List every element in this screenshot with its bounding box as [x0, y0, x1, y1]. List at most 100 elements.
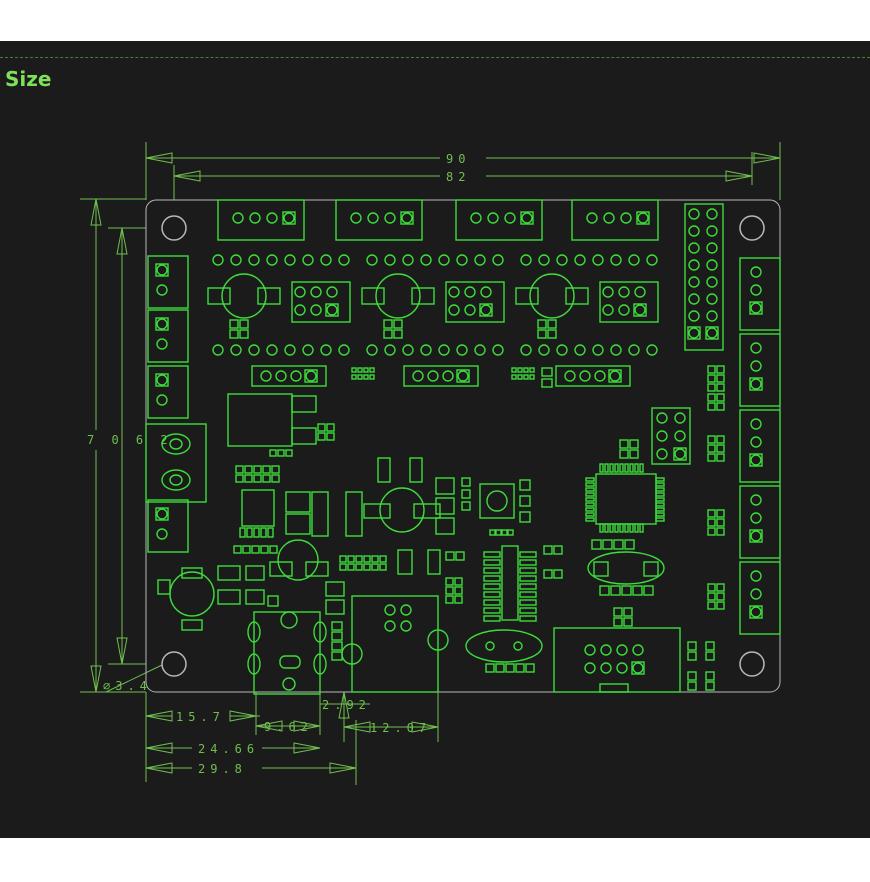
smd-pad — [610, 585, 621, 596]
round-pad — [474, 344, 486, 356]
square-pad — [325, 303, 339, 317]
dc-jack-right-label: 24.66 — [198, 742, 259, 756]
square-pad — [456, 369, 470, 383]
round-pad — [384, 254, 396, 266]
smd-pad — [623, 617, 633, 627]
smd-pad — [339, 563, 347, 571]
round-pad — [750, 284, 762, 296]
smd-pad — [707, 365, 716, 374]
square-pad — [155, 317, 169, 331]
smd-pad — [495, 529, 502, 536]
round-pad — [594, 370, 606, 382]
smd-pad — [543, 569, 553, 579]
smd-pad — [242, 545, 251, 554]
capacitor — [529, 273, 575, 319]
mounting-hole — [739, 651, 765, 677]
smd-pad — [461, 489, 471, 499]
smd-pad — [235, 465, 244, 474]
round-pad — [442, 370, 454, 382]
bottom-connector — [553, 627, 681, 693]
round-pad — [586, 212, 598, 224]
round-pad — [556, 254, 568, 266]
round-pad — [628, 344, 640, 356]
smd-pad — [277, 449, 285, 457]
smd-pad — [285, 449, 293, 457]
soic-chip — [501, 545, 519, 621]
smd-pad — [604, 463, 609, 473]
smd-pad — [707, 509, 716, 518]
smd-pad — [655, 507, 665, 512]
round-pad — [326, 304, 338, 316]
smd-pad — [707, 583, 716, 592]
smd-pad — [325, 581, 345, 597]
round-pad — [504, 212, 516, 224]
smd-pad — [614, 523, 619, 533]
usb-right-label: 29.8 — [198, 762, 247, 776]
smd-pad — [614, 463, 619, 473]
round-pad — [688, 259, 700, 271]
smd-pad — [379, 555, 387, 563]
round-pad — [384, 212, 396, 224]
resistor — [311, 491, 329, 537]
round-pad — [706, 242, 718, 254]
board-dimension-drawing: 90 82 7 0 6 2 ∅3.4 15.7 9.62 2.92 12.07 … — [80, 142, 781, 785]
smd-pad — [244, 465, 253, 474]
smd-pad — [585, 477, 595, 482]
smd-pad — [716, 365, 725, 374]
smd-pad — [233, 545, 242, 554]
round-pad — [750, 494, 762, 506]
round-pad — [618, 286, 630, 298]
inductor-pad — [363, 503, 391, 519]
smd-pad — [716, 601, 725, 610]
round-pad — [538, 344, 550, 356]
smd-pad — [553, 545, 563, 555]
smd-pad — [655, 492, 665, 497]
smd-pad — [271, 465, 280, 474]
round-pad — [156, 508, 168, 520]
smd-pad — [262, 465, 271, 474]
crystal-pin — [643, 561, 659, 577]
square-pad — [304, 369, 318, 383]
square-pad — [749, 377, 763, 391]
round-pad — [750, 418, 762, 430]
round-pad — [248, 254, 260, 266]
round-pad — [338, 344, 350, 356]
width-holes-label: 82 — [446, 170, 470, 184]
smd-pad — [383, 329, 393, 339]
round-pad — [603, 212, 615, 224]
smd-pad — [371, 555, 379, 563]
latch — [599, 683, 629, 693]
smd-pad — [483, 567, 501, 574]
smd-pad — [543, 545, 553, 555]
cap-pad — [181, 619, 203, 631]
smd-pad — [454, 586, 463, 595]
usb-pin — [313, 621, 327, 643]
round-pad — [750, 512, 762, 524]
smd-pad — [483, 607, 501, 614]
smd-pad — [629, 463, 634, 473]
smd-pad — [716, 374, 725, 383]
smd-pad — [519, 511, 531, 523]
usb-a — [253, 611, 321, 695]
round-pad — [750, 378, 762, 390]
smd-pad — [707, 453, 716, 462]
round-pad — [564, 370, 576, 382]
side-connector — [739, 485, 781, 559]
round-pad — [492, 254, 504, 266]
mounting-hole — [161, 651, 187, 677]
diode — [377, 457, 391, 483]
smd-pad — [716, 402, 725, 411]
smd-pad — [519, 479, 531, 491]
smd-pad — [705, 651, 715, 661]
round-pad — [412, 370, 424, 382]
smd-pad — [461, 477, 471, 487]
round-pad — [448, 304, 460, 316]
smd-pad — [585, 517, 595, 522]
round-pad — [284, 254, 296, 266]
round-pad — [230, 344, 242, 356]
hole-diameter-label: ∅3.4 — [103, 679, 152, 693]
smd-pad — [716, 393, 725, 402]
board-components — [145, 199, 781, 695]
smd-pad — [483, 591, 501, 598]
round-pad — [487, 212, 499, 224]
